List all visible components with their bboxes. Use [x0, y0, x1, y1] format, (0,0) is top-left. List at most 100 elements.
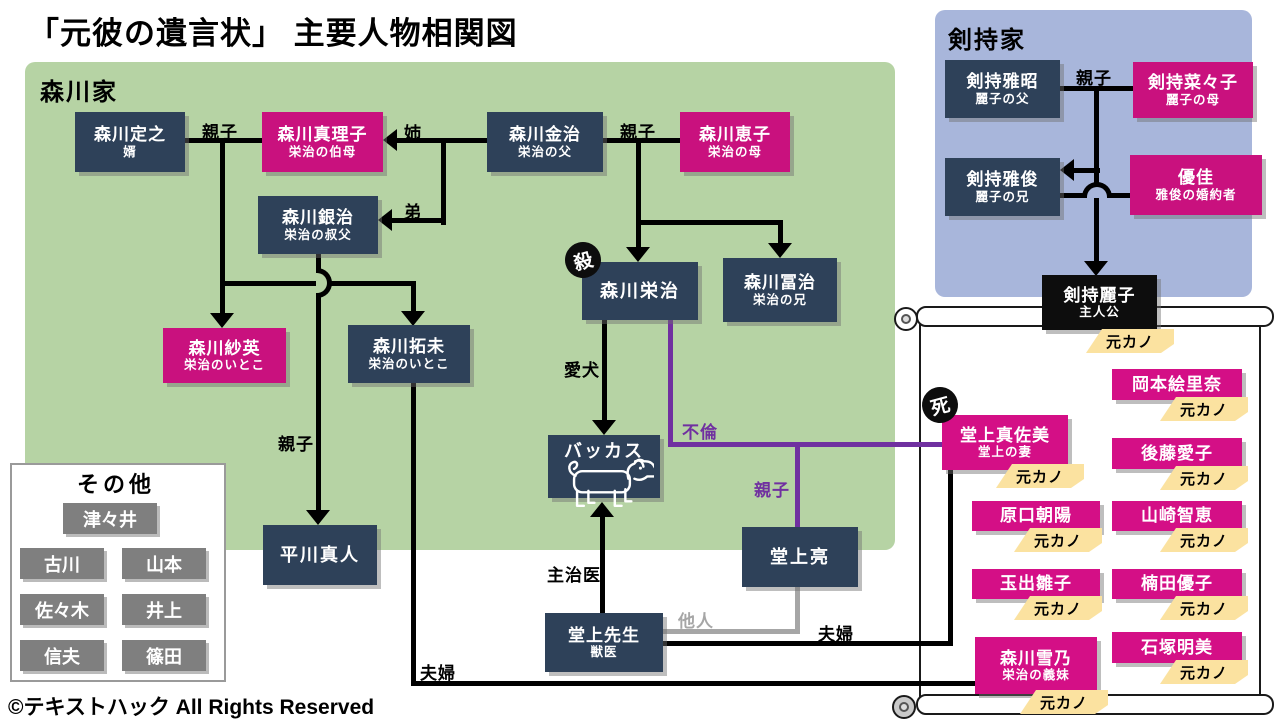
- line-hop-kenmochi-icon: [1082, 182, 1112, 198]
- line-fufu-dogami-h: [663, 641, 953, 646]
- ex-girlfriend-tag-yukino: 元カノ: [1020, 690, 1108, 714]
- line-to-masatoshi: [1074, 168, 1100, 173]
- scroll-curl-bottom-icon: [892, 695, 916, 719]
- line-couple2-down: [636, 138, 641, 227]
- arrow-to-bacchus-icon: [592, 420, 616, 435]
- person-morikawa-kinji: 森川金治 栄治の父: [487, 112, 603, 172]
- ex-girlfriend-tag-tamade: 元カノ: [1014, 596, 1102, 620]
- kenmochi-family-panel: [935, 10, 1252, 297]
- label-aiken: 愛犬: [564, 361, 600, 380]
- ex-girlfriend-tag-haraguchi: 元カノ: [1014, 528, 1102, 552]
- arrow-to-masatoshi-icon: [1060, 159, 1074, 181]
- person-morikawa-eiji: 森川栄治: [582, 262, 698, 320]
- line-furin-v: [668, 320, 673, 447]
- person-kusuda-yuko: 楠田優子: [1112, 569, 1242, 599]
- person-morikawa-ginji: 森川銀治 栄治の叔父: [258, 196, 378, 254]
- arrow-to-bacchus-up-icon: [590, 502, 614, 517]
- ex-girlfriend-tag-goto: 元カノ: [1160, 466, 1248, 490]
- line-fufu-dogami-v: [948, 470, 953, 646]
- line-ototo: [392, 218, 446, 223]
- line-to-eiji: [636, 220, 641, 248]
- kenmochi-family-title: 剣持家: [948, 27, 1026, 54]
- line-ginji-down-a: [316, 253, 321, 271]
- label-furin: 不倫: [682, 423, 718, 442]
- other-member-nobuo: 信夫: [20, 640, 104, 671]
- person-morikawa-takumi: 森川拓未 栄治のいとこ: [348, 325, 470, 383]
- line-aiken: [602, 320, 607, 420]
- dog-icon: [568, 458, 654, 508]
- line-shujii: [600, 517, 605, 613]
- person-kenmochi-masaaki: 剣持雅昭 麗子の父: [945, 60, 1060, 118]
- ex-girlfriend-tag-kusuda: 元カノ: [1160, 596, 1248, 620]
- label-ane: 姉: [404, 124, 422, 143]
- line-couple1-down: [220, 138, 225, 286]
- label-oyako-5: 親子: [1076, 69, 1112, 88]
- line-to-tomiji: [778, 220, 783, 245]
- person-bacchus-dog: バッカス: [548, 435, 660, 498]
- label-oyako-3: 親子: [278, 435, 314, 454]
- person-morikawa-sadayuki: 森川定之 婿: [75, 112, 185, 172]
- page-title: 「元彼の遺言状」 主要人物相関図: [28, 16, 518, 51]
- label-oyako-1: 親子: [202, 123, 238, 142]
- arrow-to-tomiji-icon: [768, 243, 792, 258]
- copyright-text: ©テキストハック All Rights Reserved: [8, 696, 375, 719]
- line-fufu-takumi-yukino: [411, 681, 975, 686]
- line-sadayuki-mariko: [185, 138, 265, 143]
- arrow-to-hirakawa-icon: [306, 510, 330, 525]
- person-dogami-masami: 堂上真佐美 堂上の妻: [942, 415, 1068, 470]
- line-takumi-down: [411, 383, 416, 686]
- label-fufu-1: 夫婦: [818, 625, 854, 644]
- label-oyako-2: 親子: [620, 123, 656, 142]
- line-furin-h: [668, 442, 942, 447]
- ex-girlfriend-tag-masami: 元カノ: [996, 464, 1084, 488]
- person-kenmochi-nanako: 剣持菜々子 麗子の母: [1133, 62, 1253, 118]
- arrow-to-sae-icon: [210, 313, 234, 328]
- line-tanin-h: [663, 629, 800, 634]
- person-dogami-ryo: 堂上亮: [742, 527, 858, 587]
- line-oyako-ryo: [795, 442, 800, 527]
- line-hop-ginji-icon: [316, 268, 332, 298]
- arrow-to-mariko-icon: [383, 129, 397, 151]
- arrow-to-reiko-icon: [1084, 261, 1108, 276]
- other-member-inoue: 井上: [122, 594, 206, 625]
- ex-girlfriend-tag-yamazaki: 元カノ: [1160, 528, 1248, 552]
- label-oyako-4: 親子: [754, 481, 790, 500]
- other-member-shinoda: 篠田: [122, 640, 206, 671]
- line-kenmochi-down-a: [1094, 86, 1099, 183]
- person-hirakawa-masato: 平川真人: [263, 525, 377, 585]
- arrow-to-eiji-icon: [626, 247, 650, 262]
- line-kinji-keiko: [603, 138, 680, 143]
- ex-girlfriend-tag-okamoto: 元カノ: [1160, 397, 1248, 421]
- arrow-to-ginji-icon: [378, 209, 392, 231]
- line-sons-horizontal: [636, 220, 783, 225]
- line-kenmochi-down-b: [1094, 196, 1099, 263]
- person-yuka: 優佳 雅俊の婚約者: [1130, 155, 1262, 215]
- person-morikawa-keiko: 森川恵子 栄治の母: [680, 112, 790, 172]
- arrow-to-takumi-icon: [401, 311, 425, 326]
- other-member-furukawa: 古川: [20, 548, 104, 579]
- line-ginji-down-b: [316, 296, 321, 512]
- ex-girlfriend-tag-ishizuka: 元カノ: [1160, 660, 1248, 684]
- scroll-curl-bottom-dot-icon: [899, 702, 909, 712]
- line-sibling-down: [441, 138, 446, 225]
- other-member-tsutsui: 津々井: [63, 503, 157, 534]
- person-haraguchi-asahi: 原口朝陽: [972, 501, 1100, 531]
- person-tamade-hinako: 玉出雛子: [972, 569, 1100, 599]
- other-member-sasaki: 佐々木: [20, 594, 104, 625]
- person-morikawa-mariko: 森川真理子 栄治の伯母: [262, 112, 383, 172]
- person-kenmochi-masatoshi: 剣持雅俊 麗子の兄: [945, 158, 1060, 216]
- person-okamoto-erina: 岡本絵里奈: [1112, 369, 1242, 400]
- line-tanin-v: [795, 587, 800, 634]
- label-fufu-2: 夫婦: [420, 664, 456, 683]
- others-title: その他: [76, 472, 155, 497]
- person-ishizuka-akemi: 石塚明美: [1112, 632, 1242, 663]
- person-morikawa-yukino: 森川雪乃 栄治の義妹: [975, 637, 1097, 694]
- person-morikawa-sae: 森川紗英 栄治のいとこ: [163, 328, 286, 383]
- person-dogami-sensei: 堂上先生 獣医: [545, 613, 663, 672]
- line-to-takumi: [411, 281, 416, 312]
- person-goto-aiko: 後藤愛子: [1112, 438, 1242, 469]
- label-tanin: 他人: [678, 612, 714, 631]
- person-yamazaki-chie: 山崎智恵: [1112, 501, 1242, 531]
- person-morikawa-tomiji: 森川冨治 栄治の兄: [723, 258, 837, 322]
